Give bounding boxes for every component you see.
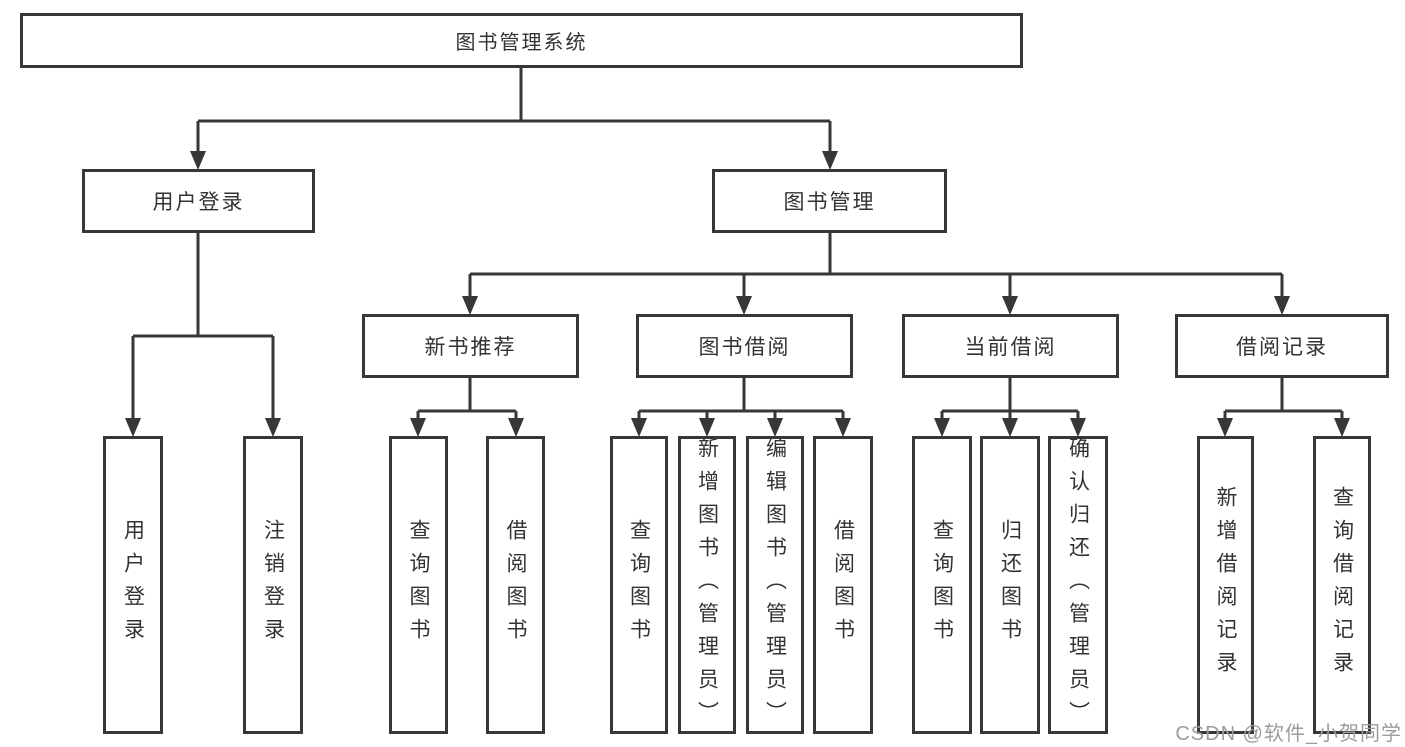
node-book-borrow-label: 图书借阅 (698, 336, 791, 359)
leaf-query-books-recommend: 查询图书 (389, 436, 448, 734)
leaf-return-books-label: 归还图书 (998, 519, 1022, 651)
leaf-add-books-admin-label: 新增图书（管理员） (695, 436, 719, 734)
connector-root-to-level2 (190, 68, 838, 170)
connector-new-books-to-leaves (410, 378, 524, 437)
leaf-query-borrow-record-label: 查询借阅记录 (1330, 486, 1354, 684)
leaf-query-books-borrow-label: 查询图书 (627, 519, 651, 651)
leaf-query-books-borrow: 查询图书 (610, 436, 668, 734)
leaf-add-borrow-record: 新增借阅记录 (1197, 436, 1254, 734)
csdn-watermark: CSDN @软件_小贺同学 (1175, 723, 1402, 745)
node-current-borrow: 当前借阅 (902, 314, 1119, 378)
leaf-query-borrow-record: 查询借阅记录 (1313, 436, 1371, 734)
node-user-login: 用户登录 (82, 169, 315, 233)
node-current-borrow-label: 当前借阅 (964, 336, 1057, 359)
leaf-query-books-current-label: 查询图书 (930, 519, 954, 651)
connector-book-management-to-level3 (462, 233, 1290, 315)
leaf-logout-label: 注销登录 (261, 519, 285, 651)
node-user-login-label: 用户登录 (152, 191, 245, 214)
node-book-management-label: 图书管理 (783, 191, 876, 214)
leaf-borrow-books-recommend: 借阅图书 (486, 436, 545, 734)
leaf-logout: 注销登录 (243, 436, 303, 734)
leaf-add-borrow-record-label: 新增借阅记录 (1214, 486, 1237, 684)
leaf-edit-books-admin-label: 编辑图书（管理员） (763, 436, 787, 734)
leaf-borrow-books-label: 借阅图书 (831, 519, 855, 651)
leaf-confirm-return-admin-label: 确认归还（管理员） (1066, 436, 1090, 734)
leaf-borrow-books: 借阅图书 (813, 436, 873, 734)
leaf-user-login-label: 用户登录 (121, 519, 145, 651)
leaf-user-login: 用户登录 (103, 436, 163, 734)
node-new-book-recommend-label: 新书推荐 (424, 336, 517, 359)
leaf-borrow-books-recommend-label: 借阅图书 (504, 519, 527, 651)
node-book-management: 图书管理 (712, 169, 947, 233)
connector-user-login-to-leaves (125, 233, 281, 437)
node-book-management-system-label: 图书管理系统 (455, 32, 588, 54)
node-borrow-records: 借阅记录 (1175, 314, 1389, 378)
node-book-borrow: 图书借阅 (636, 314, 853, 378)
leaf-edit-books-admin: 编辑图书（管理员） (746, 436, 804, 734)
leaf-query-books-recommend-label: 查询图书 (407, 519, 430, 651)
connector-book-borrow-to-leaves (631, 378, 851, 437)
connector-borrow-records-to-leaves (1217, 378, 1350, 437)
connector-current-borrow-to-leaves (934, 378, 1086, 437)
leaf-add-books-admin: 新增图书（管理员） (678, 436, 736, 734)
node-book-management-system: 图书管理系统 (20, 13, 1023, 68)
node-new-book-recommend: 新书推荐 (362, 314, 579, 378)
leaf-confirm-return-admin: 确认归还（管理员） (1048, 436, 1108, 734)
node-borrow-records-label: 借阅记录 (1236, 336, 1328, 359)
leaf-return-books: 归还图书 (980, 436, 1040, 734)
leaf-query-books-current: 查询图书 (912, 436, 972, 734)
